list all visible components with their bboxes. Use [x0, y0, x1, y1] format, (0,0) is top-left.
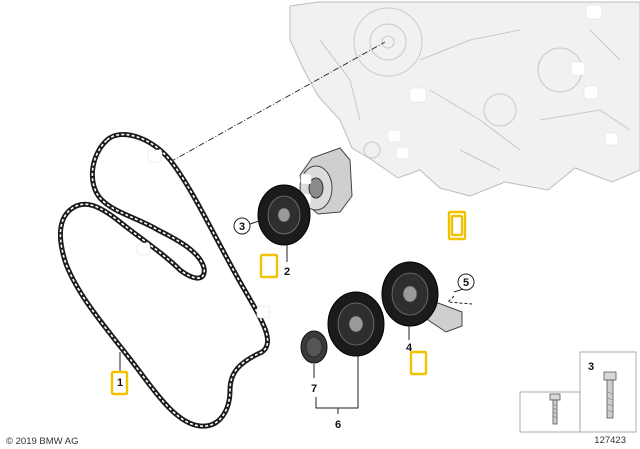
callout-6[interactable]: 6: [335, 419, 341, 431]
callout-2[interactable]: 2: [284, 266, 290, 278]
diagram-number: 127423: [594, 435, 626, 446]
engine-block: [289, 1, 640, 197]
bolt-detail-box: 3: [519, 351, 637, 433]
drive-belt: [58, 132, 271, 429]
callout-4[interactable]: 4: [406, 342, 413, 354]
idler-pulley-large: [327, 291, 385, 357]
callout-3-circle: [233, 217, 251, 235]
callout-1[interactable]: 1: [117, 377, 123, 389]
bolt-box-label: 3: [588, 361, 594, 373]
pulley-cap: [300, 330, 328, 364]
callout-5-circle: [457, 273, 475, 291]
tensioner-pulley-right: [381, 261, 463, 333]
callout-7[interactable]: 7: [311, 383, 317, 395]
belt-reference-line: [169, 41, 386, 163]
callout-3[interactable]: 3: [239, 221, 245, 233]
callout-5[interactable]: 5: [463, 277, 469, 289]
callout-labels: 1 2 3 4 5 6 7: [117, 217, 475, 431]
highlight-boxes: [110, 210, 467, 396]
bolt-small-icon: [549, 393, 561, 425]
idler-pulley-small: [257, 184, 311, 246]
copyright-text: © 2019 BMW AG: [6, 436, 78, 447]
bolt-large-icon: [603, 371, 617, 419]
